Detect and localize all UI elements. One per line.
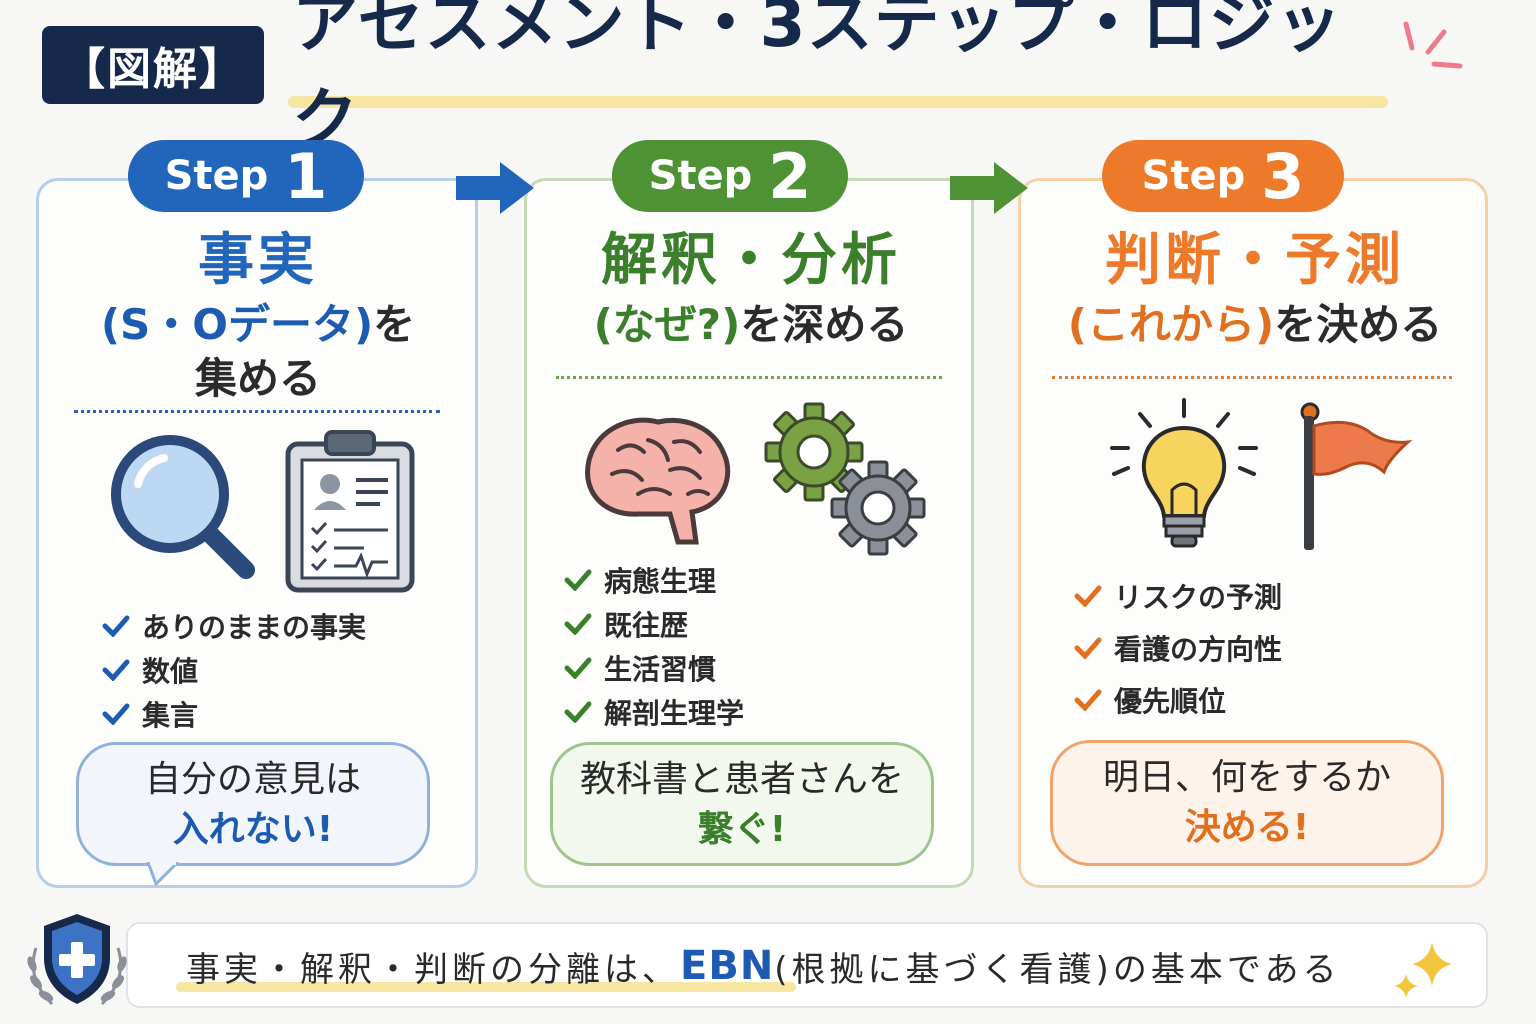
arrow-right-icon <box>456 162 534 214</box>
divider <box>1052 376 1452 379</box>
list-item: 集言 <box>102 692 366 736</box>
arrow-right-icon <box>950 162 1028 214</box>
light-bulb-icon <box>1110 398 1258 548</box>
step-word: Step <box>164 153 269 199</box>
clipboard-chart-icon <box>285 430 415 593</box>
check-label: 生活習慣 <box>604 653 717 686</box>
step-3-heading: 判断・予測 (これから)を決める <box>1022 228 1488 350</box>
bubble-emphasis: 入れない! <box>172 809 334 851</box>
check-label: 既往歴 <box>604 609 689 642</box>
check-icon <box>564 701 592 723</box>
bubble-emphasis: 決める! <box>1184 807 1310 849</box>
step-2-heading: 解釈・分析 (なぜ?)を深める <box>528 228 974 350</box>
list-item: 既往歴 <box>564 602 744 646</box>
step-1-subtitle-line2: 集める <box>194 353 321 403</box>
list-item: 看護の方向性 <box>1074 622 1282 674</box>
step-2-pill: Step 2 <box>612 139 848 213</box>
list-item: 優先順位 <box>1074 674 1282 726</box>
page-title: アセスメント・3ステップ・ロジック <box>292 0 1343 158</box>
summary-part-1: 事実・解釈・判断の分離は、 <box>186 949 680 990</box>
check-icon <box>1074 585 1102 607</box>
step-3-pill: Step 3 <box>1102 139 1344 213</box>
step-3-subtitle: (これから)を決める <box>1022 300 1488 350</box>
step-number: 2 <box>768 139 812 213</box>
step-number: 1 <box>284 139 328 213</box>
list-item: 解剖生理学 <box>564 690 744 734</box>
summary-banner <box>126 922 1488 1008</box>
step-number: 3 <box>1261 139 1305 213</box>
check-label: 数値 <box>142 655 199 688</box>
list-item: リスクの予測 <box>1074 570 1282 622</box>
step-3-paren: (これから) <box>1067 300 1275 350</box>
bubble-line: 教科書と患者さんを <box>579 759 904 800</box>
list-item: 生活習慣 <box>564 646 744 690</box>
magnifier-icon <box>111 435 255 579</box>
list-item: ありのままの事実 <box>102 604 366 648</box>
step-1-subtitle: (S・Oデータ)を <box>40 300 476 350</box>
bubble-line: 自分の意見は <box>144 759 361 800</box>
step-2-subtitle: (なぜ?)を深める <box>528 300 974 350</box>
summary-text: 事実・解釈・判断の分離は、EBN(根拠に基づく看護)の基本である <box>186 936 1386 996</box>
step-2-paren: (なぜ?) <box>593 300 741 350</box>
title-badge: 【図解】 <box>42 26 264 104</box>
check-label: 看護の方向性 <box>1114 633 1283 666</box>
sparkle-lines-icon <box>1403 21 1463 69</box>
check-label: 優先順位 <box>1114 685 1227 718</box>
step-1-paren: (S・Oデータ) <box>100 300 374 350</box>
summary-ebn: EBN <box>680 943 775 989</box>
step-1-pill: Step 1 <box>128 139 364 213</box>
check-label: 病態生理 <box>604 565 717 598</box>
step-3-sub-rest: を決める <box>1274 300 1443 350</box>
step-3-checklist: リスクの予測 看護の方向性 優先順位 <box>1074 570 1282 726</box>
bubble-tail <box>146 862 180 886</box>
step-3-title: 判断・予測 <box>1105 228 1405 293</box>
step-word: Step <box>648 153 753 199</box>
summary-highlight <box>176 982 796 992</box>
check-icon <box>564 569 592 591</box>
gears-icon <box>764 402 926 556</box>
step-1-sub-rest: を <box>373 300 416 350</box>
check-icon <box>1074 637 1102 659</box>
brain-icon <box>585 417 731 545</box>
check-icon <box>102 659 130 681</box>
step-1-note-bubble: 自分の意見は 入れない! <box>76 742 430 866</box>
step-1-checklist: ありのままの事実 数値 集言 <box>102 604 366 736</box>
summary-part-2: (根拠に基づく看護)の基本である <box>774 949 1341 990</box>
step-2-checklist: 病態生理 既往歴 生活習慣 解剖生理学 <box>564 558 744 734</box>
step-2-title: 解釈・分析 <box>601 228 901 293</box>
check-label: 解剖生理学 <box>604 697 745 730</box>
step-2-sub-rest: を深める <box>740 300 909 350</box>
check-label: リスクの予測 <box>1114 581 1283 614</box>
divider <box>556 376 942 379</box>
check-icon <box>1074 689 1102 711</box>
step-2-note-bubble: 教科書と患者さんを 繋ぐ! <box>550 742 934 866</box>
step-1-title: 事実 <box>198 228 318 293</box>
list-item: 数値 <box>102 648 366 692</box>
bubble-line: 明日、何をするか <box>1102 757 1391 798</box>
step-word: Step <box>1141 153 1246 199</box>
check-icon <box>102 703 130 725</box>
title-highlight <box>288 96 1388 108</box>
step-1-heading: 事実 (S・Oデータ)を 集める <box>40 228 476 403</box>
check-label: 集言 <box>142 699 199 732</box>
check-icon <box>564 613 592 635</box>
sparkle-stars-icon <box>1394 942 1452 998</box>
check-icon <box>102 615 130 637</box>
check-label: ありのままの事実 <box>142 611 367 644</box>
divider <box>74 410 440 413</box>
step-3-note-bubble: 明日、何をするか 決める! <box>1050 740 1444 866</box>
flag-icon <box>1300 402 1413 550</box>
check-icon <box>564 657 592 679</box>
medical-shield-icon <box>27 914 127 1006</box>
list-item: 病態生理 <box>564 558 744 602</box>
bubble-emphasis: 繋ぐ! <box>697 809 787 851</box>
